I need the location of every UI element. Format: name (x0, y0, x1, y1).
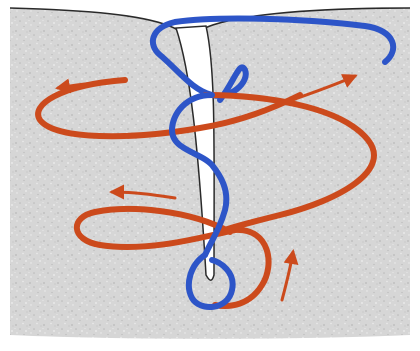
diagram-svg (0, 0, 420, 351)
vortex-diagram (0, 0, 420, 351)
